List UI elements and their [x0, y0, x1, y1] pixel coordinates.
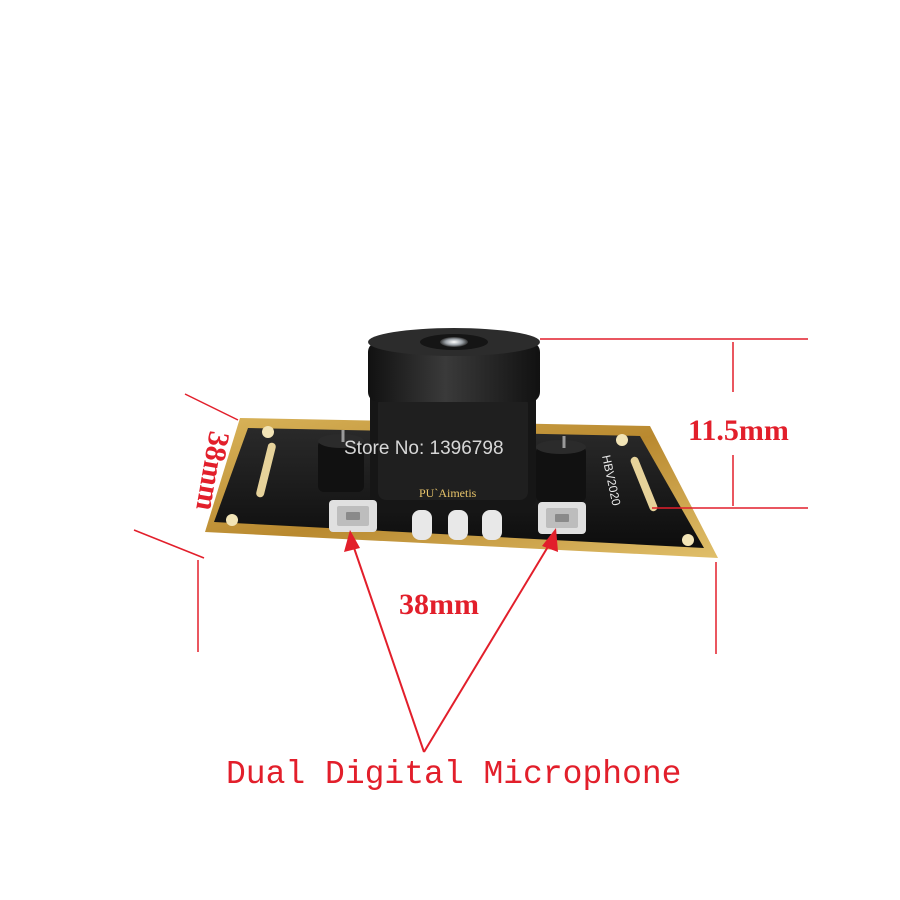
height-dimension: 11.5mm — [540, 338, 808, 509]
mount-hole — [262, 426, 274, 438]
brand-text: PU`Aimetis — [419, 486, 477, 500]
mount-hole — [616, 434, 628, 446]
lens-barrel — [368, 342, 540, 402]
store-watermark: Store No: 1396798 — [344, 438, 504, 459]
microphone-left — [329, 500, 377, 532]
caption-text: Dual Digital Microphone — [226, 756, 681, 793]
mount-slot — [630, 456, 658, 512]
width-dim-label: 38mm — [399, 588, 479, 621]
lens-glass — [440, 337, 468, 347]
capacitor-left — [318, 440, 364, 492]
side-dimension: 38mm — [133, 393, 239, 559]
arrow-left-head — [344, 530, 360, 552]
connector-pad — [448, 510, 468, 540]
capacitor-left-top — [318, 434, 364, 448]
lens-holder-shade — [378, 396, 528, 500]
arrow-right-line — [423, 539, 553, 753]
capacitor-right-top — [536, 440, 586, 454]
capacitor-right — [536, 446, 586, 502]
camera-module: PU`Aimetis HBV2020 Store No: 1396798 — [205, 328, 718, 558]
arrow-left-line — [351, 541, 425, 753]
connector-pad — [482, 510, 502, 540]
mic-pointer-arrows — [344, 528, 558, 753]
width-dimension: 38mm — [197, 560, 717, 654]
connector-pad — [412, 510, 432, 540]
arrow-right-head — [542, 528, 558, 552]
microphone-right — [538, 502, 586, 534]
mount-hole — [682, 534, 694, 546]
height-dim-label: 11.5mm — [688, 414, 789, 447]
mount-slot — [256, 442, 276, 498]
mount-hole — [226, 514, 238, 526]
